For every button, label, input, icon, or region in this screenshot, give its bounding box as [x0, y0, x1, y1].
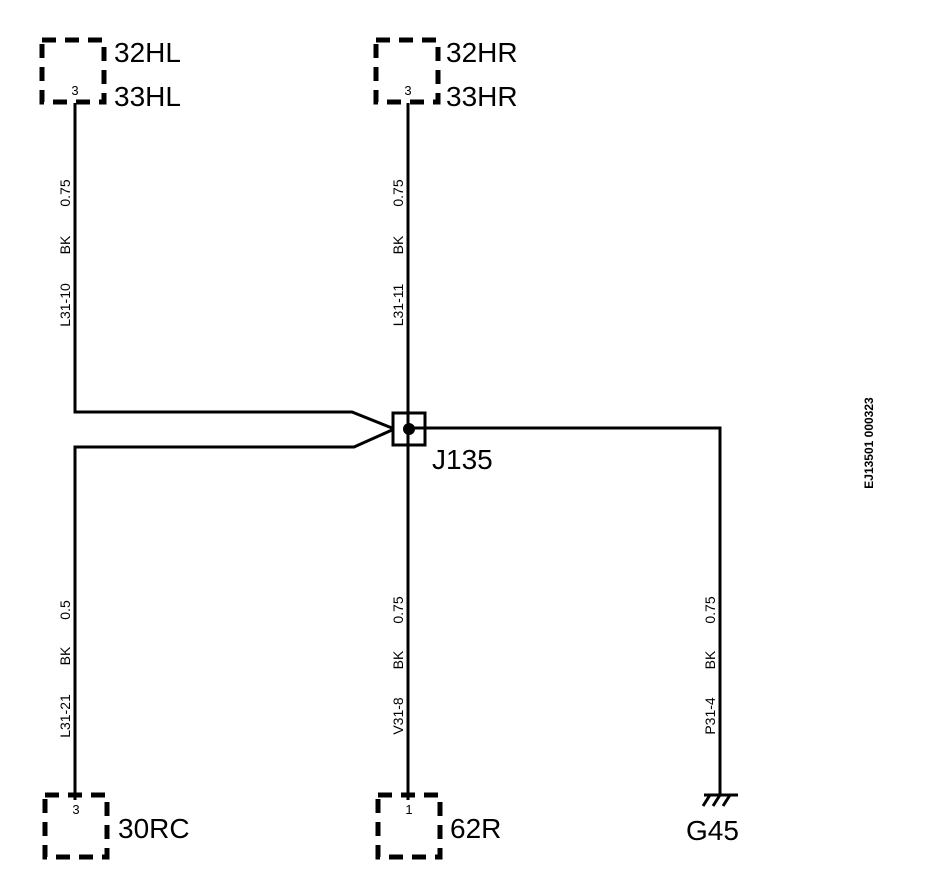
wire-color: BK [57, 646, 73, 665]
wire-size: 0.5 [57, 600, 73, 620]
connector-62r: 1 62R [375, 792, 501, 860]
wire-label-p31-4: 0.75 BK P31-4 [702, 596, 718, 735]
wire-circuit: L31-11 [390, 284, 406, 327]
wire-color: BK [57, 235, 73, 254]
pin-number: 3 [72, 802, 79, 817]
wire-circuit: V31-8 [390, 697, 406, 735]
connector-32hl-33hl: 3 32HL 33HL [39, 37, 181, 112]
wire-color: BK [390, 235, 406, 254]
junction-j135: J135 [391, 411, 493, 475]
junction-label: J135 [432, 444, 493, 475]
connector-label: 62R [450, 813, 501, 844]
wire-color: BK [390, 650, 406, 669]
connector-label: 32HL [114, 37, 181, 68]
wire-color: BK [702, 650, 718, 669]
wire-label-v31-8: 0.75 BK V31-8 [390, 596, 406, 735]
ground-label: G45 [686, 815, 739, 846]
wire-circuit: L31-21 [57, 694, 73, 738]
wire-size: 0.75 [702, 596, 718, 623]
wire-circuit: L31-10 [57, 283, 73, 327]
connector-label: 33HR [446, 81, 518, 112]
connector-label: 30RC [118, 813, 190, 844]
wire-label-l31-21: 0.5 BK L31-21 [57, 600, 73, 738]
figure-reference: EJ13501 000323 [862, 397, 876, 489]
wire-l31-10 [73, 103, 393, 430]
pin-number: 3 [404, 83, 411, 98]
connector-label: 32HR [446, 37, 518, 68]
wire-circuit: P31-4 [702, 697, 718, 735]
connector-label: 33HL [114, 81, 181, 112]
connector-32hr-33hr: 3 32HR 33HR [373, 37, 518, 112]
connector-30rc: 3 30RC [42, 792, 190, 860]
wire-size: 0.75 [390, 596, 406, 623]
pin-number: 1 [405, 802, 412, 817]
wire-size: 0.75 [57, 179, 73, 206]
ground-symbol-icon: G45 [686, 793, 739, 846]
wire-label-l31-11: 0.75 BK L31-11 [390, 179, 406, 326]
wire-p31-4 [408, 426, 722, 795]
wire-label-l31-10: 0.75 BK L31-10 [57, 179, 73, 327]
pin-number: 3 [71, 83, 78, 98]
wire-l31-21 [73, 428, 393, 800]
wire-size: 0.75 [390, 179, 406, 206]
